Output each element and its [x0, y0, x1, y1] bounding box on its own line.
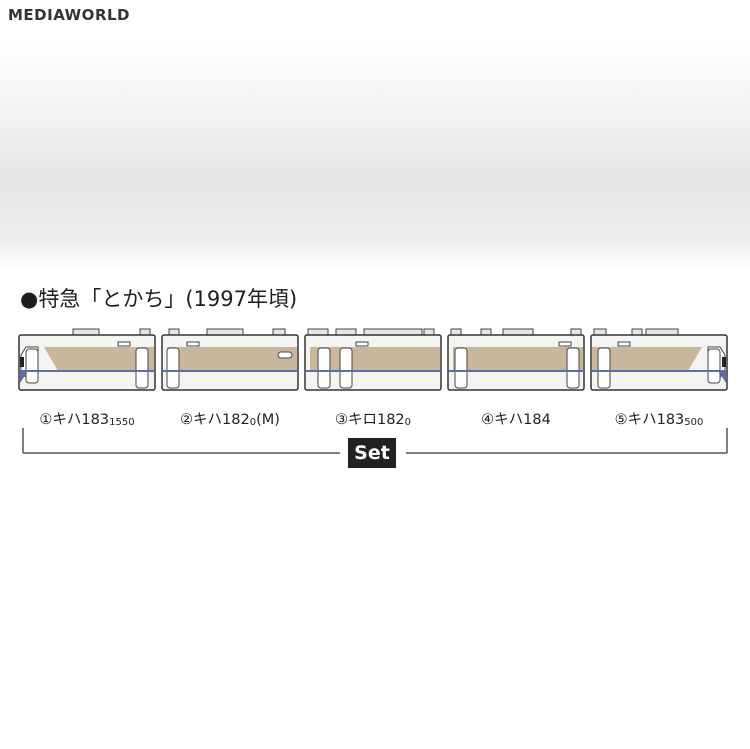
set-badge: Set [348, 438, 396, 468]
car-label-1: ①キハ1831550 [39, 412, 135, 428]
car-4-illustration [447, 327, 585, 392]
car-label-3: ③キロ1820 [334, 412, 412, 428]
car-label-4: ④キハ184 [481, 412, 551, 428]
car-5-illustration [590, 327, 728, 392]
train-illustration [18, 327, 730, 392]
brand-logo: MEDIAWORLD [8, 6, 130, 24]
car-label-2: ②キハ1820(M) [180, 412, 280, 428]
car-labels: ①キハ1831550 ②キハ1820(M) ③キロ1820 ④キハ184 ⑤キハ… [18, 408, 730, 434]
car-2-illustration [161, 327, 299, 392]
background-gradient [0, 40, 750, 270]
set-bracket [22, 428, 728, 454]
car-1-illustration [18, 327, 156, 392]
set-title: ●特急「とかち」(1997年頃) [20, 287, 298, 311]
car-label-5: ⑤キハ183500 [614, 412, 704, 428]
car-3-illustration [304, 327, 442, 392]
